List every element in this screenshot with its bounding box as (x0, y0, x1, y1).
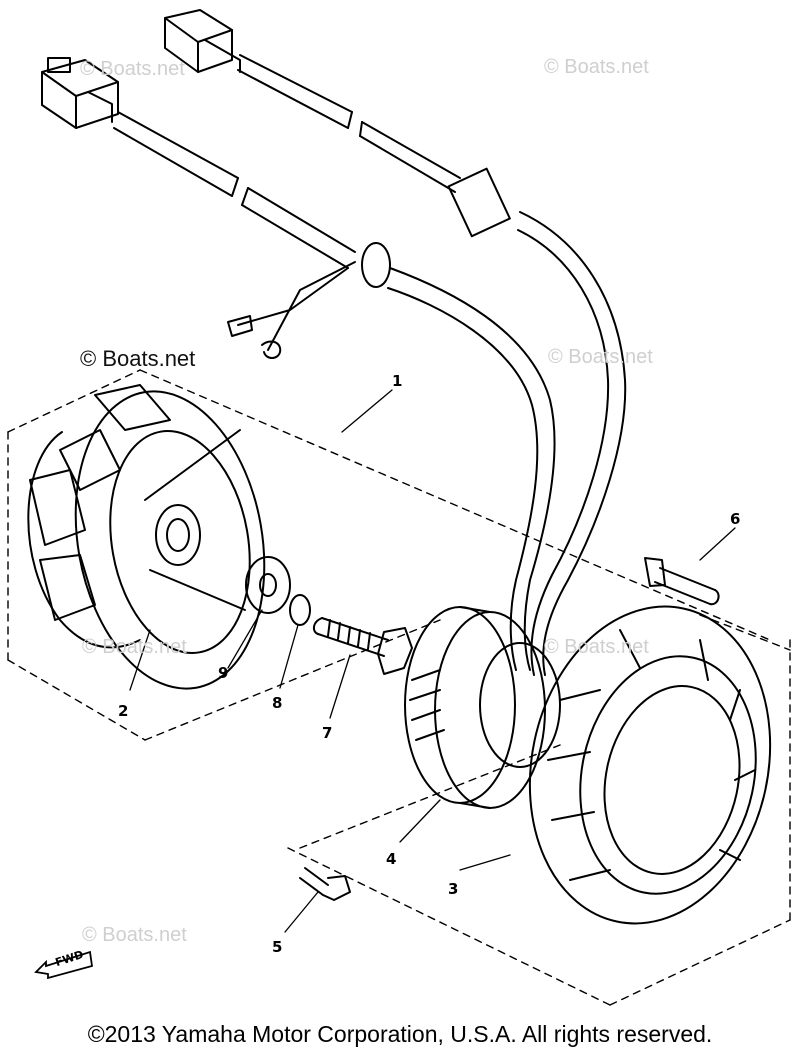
copyright-notice: ©2013 Yamaha Motor Corporation, U.S.A. A… (87, 1021, 713, 1047)
bolt-7 (312, 617, 413, 675)
callout-1: 1 (392, 372, 403, 390)
callout-3: 3 (448, 880, 459, 898)
connector-top (164, 9, 241, 73)
screw-5 (299, 867, 351, 901)
callout-7: 7 (322, 724, 333, 742)
watermark: © Boats.net (80, 346, 196, 371)
callout-6: 6 (730, 510, 741, 528)
rotor-flywheel (27, 384, 266, 690)
upper-cable (237, 54, 627, 676)
stator-coil (528, 605, 772, 925)
washer (245, 556, 291, 614)
watermark: © Boats.net (80, 58, 185, 80)
watermark: © Boats.net (544, 636, 649, 658)
lower-cable (113, 111, 556, 671)
assembly-guides (7, 369, 791, 1006)
fwd-arrow-icon (34, 950, 94, 980)
watermark: © Boats.net (544, 56, 649, 78)
callout-9: 9 (218, 664, 229, 682)
leader-lines (129, 389, 736, 933)
watermark: © Boats.net (82, 924, 187, 946)
callout-5: 5 (272, 938, 283, 956)
callout-8: 8 (272, 694, 283, 712)
connector-left (41, 57, 119, 129)
callout-4: 4 (386, 850, 397, 868)
watermark: © Boats.net (82, 636, 187, 658)
pickup-coil (404, 606, 561, 809)
watermark: © Boats.net (548, 346, 653, 368)
lock-washer (289, 594, 311, 626)
bolt-6 (644, 557, 720, 606)
callout-2: 2 (118, 702, 129, 720)
